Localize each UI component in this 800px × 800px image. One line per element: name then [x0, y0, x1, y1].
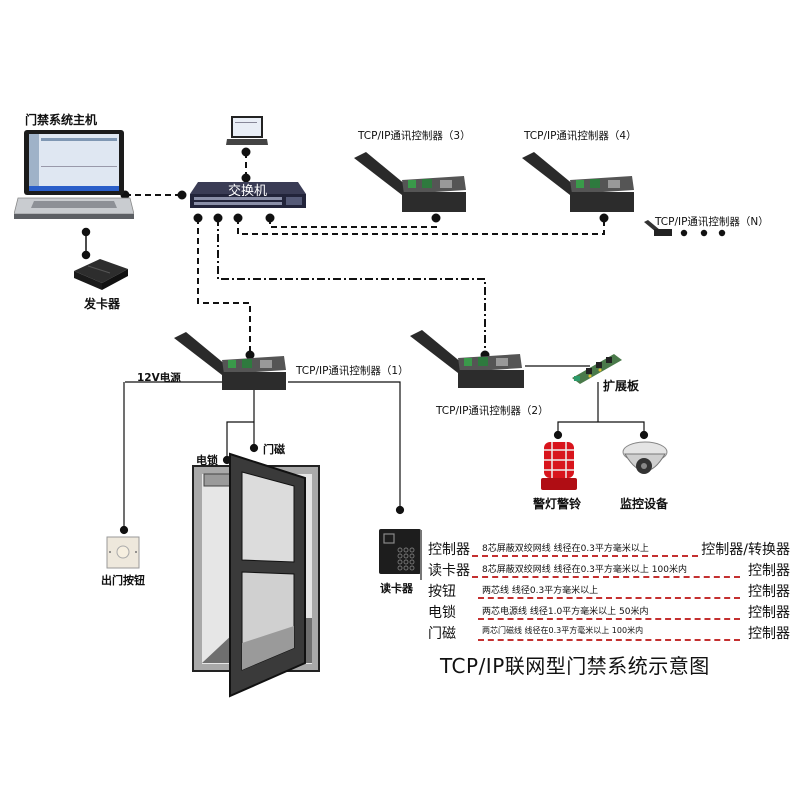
card-reader-label: 读卡器 — [380, 582, 413, 595]
legend-device: 电锁 — [428, 605, 456, 621]
controller-3-label: TCP/IP通讯控制器（3） — [358, 130, 471, 142]
legend-dashed-line — [478, 597, 740, 599]
edge-host-switch — [120, 190, 187, 200]
client-laptop-icon[interactable] — [226, 115, 268, 147]
legend-target: 控制器 — [748, 605, 790, 621]
controller-2-icon[interactable] — [408, 328, 533, 390]
edge-client-switch — [241, 147, 251, 183]
door-icon[interactable] — [190, 448, 330, 698]
controller-1-label: TCP/IP通讯控制器（1） — [296, 365, 409, 377]
card-issuer-label: 发卡器 — [84, 297, 121, 311]
controller-n-icon[interactable] — [644, 220, 674, 238]
diagram-title: TCP/IP联网型门禁系统示意图 — [440, 654, 710, 678]
legend-dashed-line — [478, 618, 740, 620]
power-label: 12V电源 — [137, 372, 181, 384]
legend-left-bar — [420, 530, 422, 580]
controller-4-label: TCP/IP通讯控制器（4） — [524, 130, 637, 142]
legend-cable: 8芯屏蔽双绞网线 线径在0.3平方毫米以上 — [482, 544, 649, 554]
legend-cable: 两芯线 线径0.3平方毫米以上 — [482, 586, 599, 596]
legend-device: 控制器 — [428, 542, 470, 558]
exit-button-icon[interactable] — [106, 536, 142, 570]
legend-target: 控制器 — [748, 563, 790, 579]
legend-row: 按钮 两芯线 线径0.3平方毫米以上 控制器 — [428, 581, 790, 601]
host-label: 门禁系统主机 — [25, 113, 98, 127]
legend-cable: 8芯屏蔽双绞网线 线径在0.3平方毫米以上 100米内 — [482, 565, 687, 575]
network-switch-icon[interactable] — [188, 180, 308, 212]
legend-row: 门磁 两芯门磁线 线径在0.3平方毫米以上 100米内 控制器 — [428, 623, 790, 643]
camera-label: 监控设备 — [620, 497, 669, 511]
edge-switch-controller-1 — [193, 213, 255, 360]
legend-cable: 两芯电源线 线径1.0平方毫米以上 50米内 — [482, 607, 649, 617]
edge-controller2-expansion — [525, 365, 649, 440]
legend-target: 控制器 — [748, 584, 790, 600]
controller-n-label: TCP/IP通讯控制器（N） — [655, 216, 769, 228]
exit-button-label: 出门按钮 — [101, 574, 145, 587]
controller-3-icon[interactable] — [352, 150, 472, 215]
edge-controller1-peripherals — [119, 381, 405, 535]
legend-cable: 两芯门磁线 线径在0.3平方毫米以上 100米内 — [482, 626, 644, 635]
legend-device: 按钮 — [428, 584, 456, 600]
legend-target: 控制器 — [748, 626, 790, 642]
card-issuer-icon[interactable] — [70, 257, 130, 292]
edge-switch-controller-4 — [233, 213, 609, 235]
alarm-label: 警灯警铃 — [533, 497, 582, 511]
controller-4-icon[interactable] — [520, 150, 640, 215]
legend-row: 读卡器 8芯屏蔽双绞网线 线径在0.3平方毫米以上 100米内 控制器 — [428, 560, 790, 580]
alarm-light-icon[interactable] — [538, 440, 580, 492]
legend-dashed-line — [472, 555, 698, 557]
edge-host-card-issuer — [81, 227, 91, 260]
ellipsis-dots — [680, 229, 726, 237]
legend-device: 读卡器 — [428, 563, 470, 579]
expansion-board-icon[interactable] — [570, 352, 626, 388]
host-laptop-icon[interactable] — [14, 128, 134, 223]
electric-lock-label: 电锁 — [196, 454, 218, 467]
card-reader-icon[interactable] — [378, 528, 422, 576]
legend-dashed-line — [478, 639, 740, 641]
switch-label: 交换机 — [228, 184, 268, 199]
legend-row: 电锁 两芯电源线 线径1.0平方毫米以上 50米内 控制器 — [428, 602, 790, 622]
controller-2-label: TCP/IP通讯控制器（2） — [436, 405, 549, 417]
edge-switch-controller-3 — [265, 213, 441, 228]
door-sensor-label: 门磁 — [263, 443, 285, 456]
legend-row: 控制器 8芯屏蔽双绞网线 线径在0.3平方毫米以上 控制器/转换器 — [428, 539, 790, 559]
legend-dashed-line — [472, 576, 740, 578]
legend-target: 控制器/转换器 — [701, 542, 790, 558]
expansion-board-label: 扩展板 — [603, 379, 640, 393]
dome-camera-icon[interactable] — [620, 440, 670, 485]
legend-device: 门磁 — [428, 626, 456, 642]
controller-1-icon[interactable] — [172, 330, 292, 392]
